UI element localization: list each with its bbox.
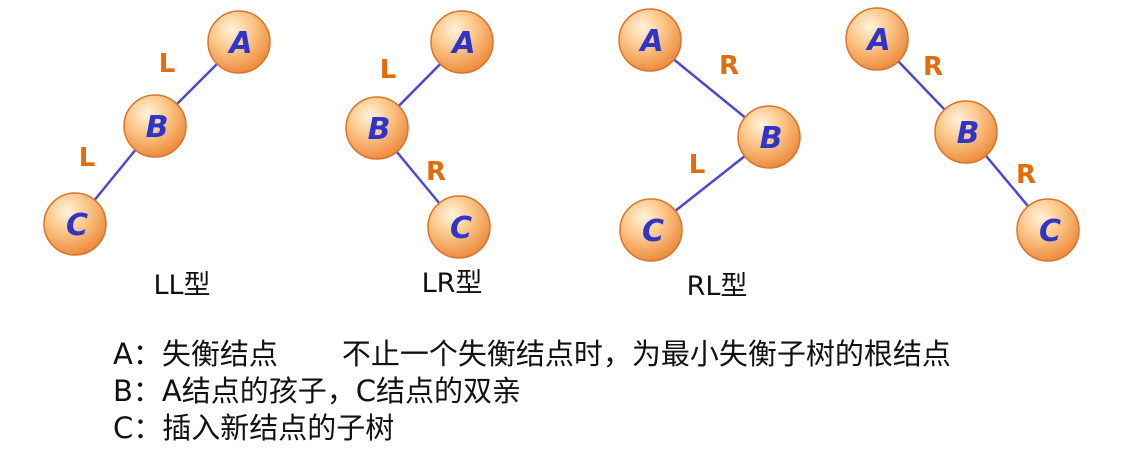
node-c: C	[427, 195, 491, 259]
node-letter: B	[957, 116, 980, 151]
tree-lr: A B C L R LR型	[345, 10, 494, 299]
node-b: B	[345, 96, 409, 160]
edge-label: L	[380, 55, 397, 85]
tree-ll: A B C L L LL型	[43, 10, 271, 301]
node-letter: C	[642, 214, 664, 249]
edge-label: R	[923, 52, 943, 82]
node-b: B	[123, 94, 187, 158]
node-letter: A	[865, 23, 890, 58]
node-letter: C	[450, 211, 472, 246]
edge-label: R	[1016, 160, 1036, 190]
node-letter: A	[638, 24, 663, 59]
tree-rr: A B C R R	[845, 7, 1080, 262]
node-letter: A	[450, 26, 475, 61]
legend-c-text: C：插入新结点的子树	[113, 411, 395, 445]
tree-type-label: LR型	[422, 268, 483, 299]
node-a: A	[430, 10, 494, 74]
node-c: C	[43, 192, 107, 256]
node-c: C	[619, 198, 683, 262]
node-a: A	[845, 7, 909, 71]
tree-type-label: LL型	[153, 270, 210, 301]
legend-item-b: B：A结点的孩子，C结点的双亲	[113, 373, 951, 410]
legend-item-c: C：插入新结点的子树	[113, 410, 951, 447]
node-b: B	[934, 100, 998, 164]
legend-a-note: 不止一个失衡结点时，为最小失衡子树的根结点	[341, 337, 951, 371]
node-letter: B	[368, 112, 391, 147]
tree-rl: A B C R L RL型	[618, 8, 801, 302]
edge-label: L	[79, 143, 96, 173]
edge-label: L	[689, 150, 706, 180]
node-a: A	[207, 10, 271, 74]
tree-type-label: RL型	[687, 271, 748, 302]
node-letter: B	[146, 110, 169, 145]
edge-label: L	[159, 49, 176, 79]
node-letter: B	[760, 121, 783, 156]
legend-a-term: A：失衡结点	[113, 337, 278, 371]
node-b: B	[737, 105, 801, 169]
edge-label: R	[719, 51, 739, 81]
node-letter: A	[227, 26, 252, 61]
node-a: A	[618, 8, 682, 72]
legend-item-a: A：失衡结点 不止一个失衡结点时，为最小失衡子树的根结点	[113, 336, 951, 373]
node-c: C	[1016, 198, 1080, 262]
edge-label: R	[426, 157, 446, 187]
node-letter: C	[1039, 214, 1061, 249]
node-letter: C	[66, 208, 88, 243]
legend-b-text: B：A结点的孩子，C结点的双亲	[113, 374, 521, 408]
legend: A：失衡结点 不止一个失衡结点时，为最小失衡子树的根结点 B：A结点的孩子，C结点…	[113, 336, 951, 447]
